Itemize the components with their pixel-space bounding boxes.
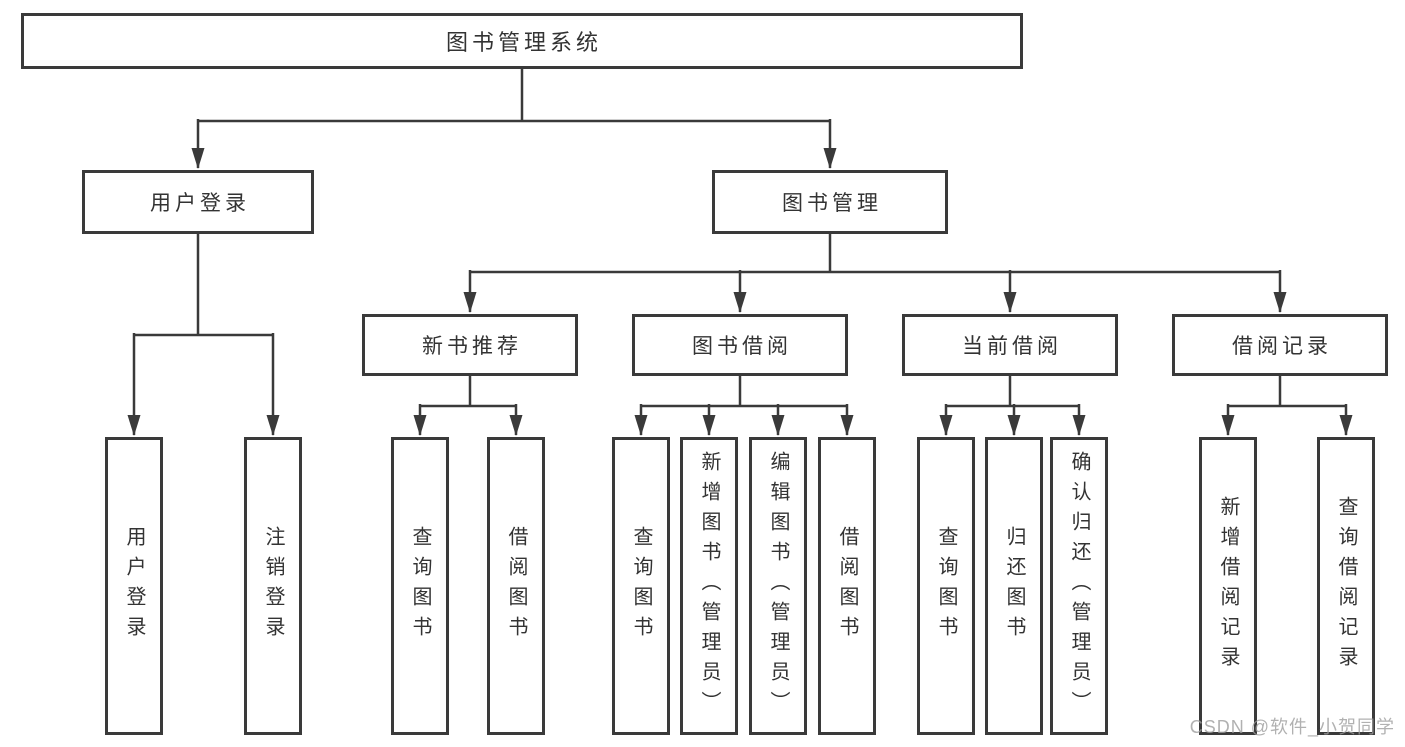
leaf-return-book: 归还图书 [985, 437, 1043, 735]
leaf-edit-book-admin: 编辑图书（管理员） [749, 437, 807, 735]
node-book-management: 图书管理 [712, 170, 948, 234]
leaf-borrow-books: 借阅图书 [818, 437, 876, 735]
node-root-system: 图书管理系统 [21, 13, 1023, 69]
leaf-add-borrow-record: 新增借阅记录 [1199, 437, 1257, 735]
leaf-confirm-return-admin: 确认归还（管理员） [1050, 437, 1108, 735]
node-current-borrowing: 当前借阅 [902, 314, 1118, 376]
csdn-watermark: CSDN @软件_小贺同学 [1189, 717, 1395, 737]
leaf-add-book-admin: 新增图书（管理员） [680, 437, 738, 735]
leaf-query-books-recommend: 查询图书 [391, 437, 449, 735]
leaf-query-borrow-record: 查询借阅记录 [1317, 437, 1375, 735]
leaf-user-login: 用户登录 [105, 437, 163, 735]
node-user-login: 用户登录 [82, 170, 314, 234]
leaf-query-books-borrow: 查询图书 [612, 437, 670, 735]
leaf-query-books-current: 查询图书 [917, 437, 975, 735]
leaf-logout: 注销登录 [244, 437, 302, 735]
leaf-borrow-books-recommend: 借阅图书 [487, 437, 545, 735]
node-borrowing-records: 借阅记录 [1172, 314, 1388, 376]
node-new-book-recommend: 新书推荐 [362, 314, 578, 376]
node-book-borrowing: 图书借阅 [632, 314, 848, 376]
